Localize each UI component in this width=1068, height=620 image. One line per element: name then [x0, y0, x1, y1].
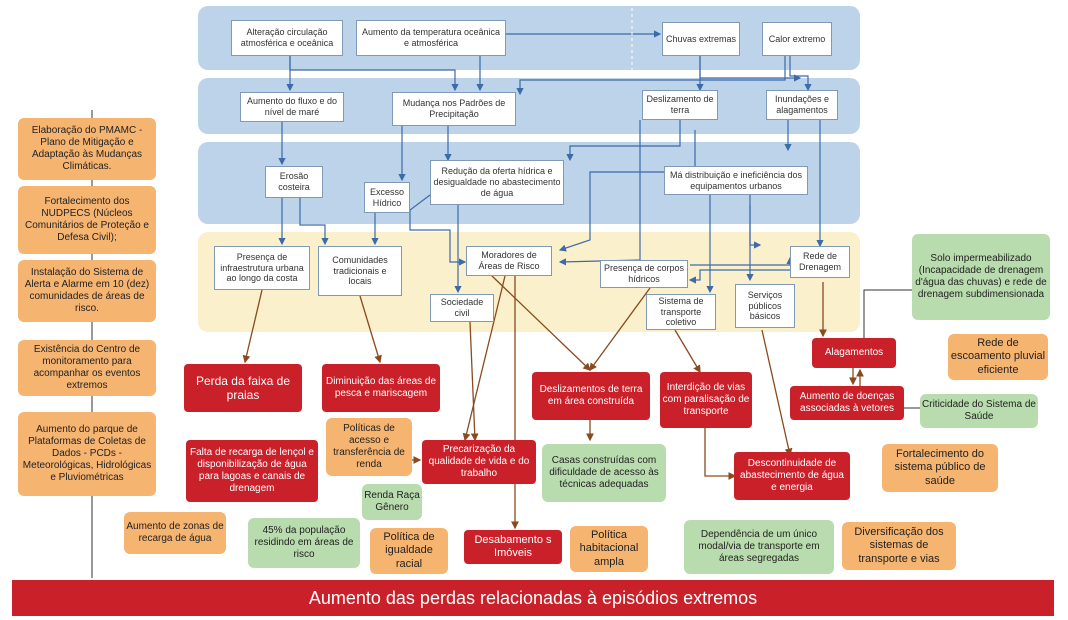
action-politica-habitacional: Política habitacional ampla — [570, 526, 648, 572]
factor-dependencia-modal: Dependência de um único modal/via de tra… — [684, 520, 834, 574]
action-politicas-renda: Políticas de acesso e transferência de r… — [326, 418, 412, 476]
factor-45-populacao: 45% da população residindo em áreas de r… — [248, 518, 360, 568]
node-transporte-coletivo: Sistema de transporte coletivo — [646, 294, 716, 330]
action-diversificacao-transporte: Diversificação dos sistemas de transport… — [842, 522, 956, 570]
action-nudpecs: Fortalecimento dos NUDPECS (Núcleos Comu… — [18, 186, 156, 254]
impact-descontinuidade: Descontinuidade de abastecimento de água… — [734, 452, 850, 500]
node-rede-drenagem: Rede de Drenagem — [790, 246, 850, 278]
node-servicos-publicos: Serviços públicos básicos — [735, 284, 795, 328]
impact-recarga-lencol: Falta de recarga de lençol e disponibili… — [186, 440, 318, 502]
node-excesso-hidrico: Excesso Hídrico — [364, 182, 410, 213]
action-pmamc: Elaboração do PMAMC - Plano de Mitigação… — [18, 118, 156, 180]
action-saude-publica: Fortalecimento do sistema público de saú… — [882, 444, 998, 492]
node-moradores-risco: Moradores de Áreas de Risco — [466, 246, 552, 276]
factor-casas-construidas: Casas construídas com dificuldade de ace… — [542, 444, 666, 502]
node-calor: Calor extremo — [762, 22, 832, 56]
node-inundacoes: Inundações e alagamentos — [766, 90, 838, 120]
impact-perda-praias: Perda da faixa de praias — [184, 364, 302, 412]
factor-solo-impermeabilizado: Solo impermeabilizado (Incapacidade de d… — [912, 234, 1050, 320]
impact-desabamento: Desabamento s Imóveis — [464, 530, 562, 564]
impact-precarizacao: Precarização da qualidade de vida e do t… — [422, 440, 536, 484]
node-infraestrutura-costa: Presença de infraestrutura urbana ao lon… — [214, 246, 310, 290]
factor-criticidade-saude: Criticidade do Sistema de Saúde — [920, 394, 1038, 428]
node-comunidades: Comunidades tradicionais e locais — [318, 246, 402, 296]
footer-banner: Aumento das perdas relacionadas à episód… — [12, 580, 1054, 616]
node-chuvas: Chuvas extremas — [662, 22, 740, 56]
impact-alagamentos: Alagamentos — [812, 338, 896, 368]
node-deslizamento-terra: Deslizamento de terra — [642, 90, 718, 120]
impact-areas-pesca: Diminuição das áreas de pesca e mariscag… — [322, 364, 440, 412]
impact-interdicao-vias: Interdição de vias com paralisação de tr… — [660, 372, 752, 428]
node-padroes-precipitacao: Mudança nos Padrões de Precipitação — [392, 92, 516, 126]
node-fluxo-mare: Aumento do fluxo e do nível de maré — [240, 92, 344, 122]
impact-doencas-vetores: Aumento de doenças associadas à vetores — [790, 386, 904, 420]
action-plataformas-pcds: Aumento do parque de Plataformas de Cole… — [18, 412, 156, 496]
node-corpos-hidricos: Presença de corpos hídricos — [600, 260, 688, 288]
action-centro-monitoramento: Existência do Centro de monitoramento pa… — [18, 340, 156, 396]
action-rede-escoamento: Rede de escoamento pluvial eficiente — [948, 334, 1048, 380]
node-circulacao: Alteração circulação atmosférica e oceân… — [231, 20, 343, 56]
action-alerta-alarme: Instalação do Sistema de Alerta e Alarme… — [18, 260, 156, 322]
action-zonas-recarga: Aumento de zonas de recarga de água — [124, 512, 226, 554]
node-sociedade-civil: Sociedade civil — [430, 294, 494, 322]
node-temperatura: Aumento da temperatura oceânica e atmosf… — [356, 20, 506, 56]
impact-deslizamentos: Deslizamentos de terra em área construíd… — [532, 372, 650, 420]
factor-renda-raca-genero: Renda Raça Gênero — [362, 484, 422, 520]
node-oferta-hidrica: Redução da oferta hídrica e desigualdade… — [430, 160, 564, 205]
node-erosao-costeira: Erosão costeira — [265, 166, 323, 198]
action-igualdade-racial: Política de igualdade racial — [370, 528, 448, 574]
node-ma-distribuicao: Má distribuição e ineficiência dos equip… — [664, 166, 808, 195]
